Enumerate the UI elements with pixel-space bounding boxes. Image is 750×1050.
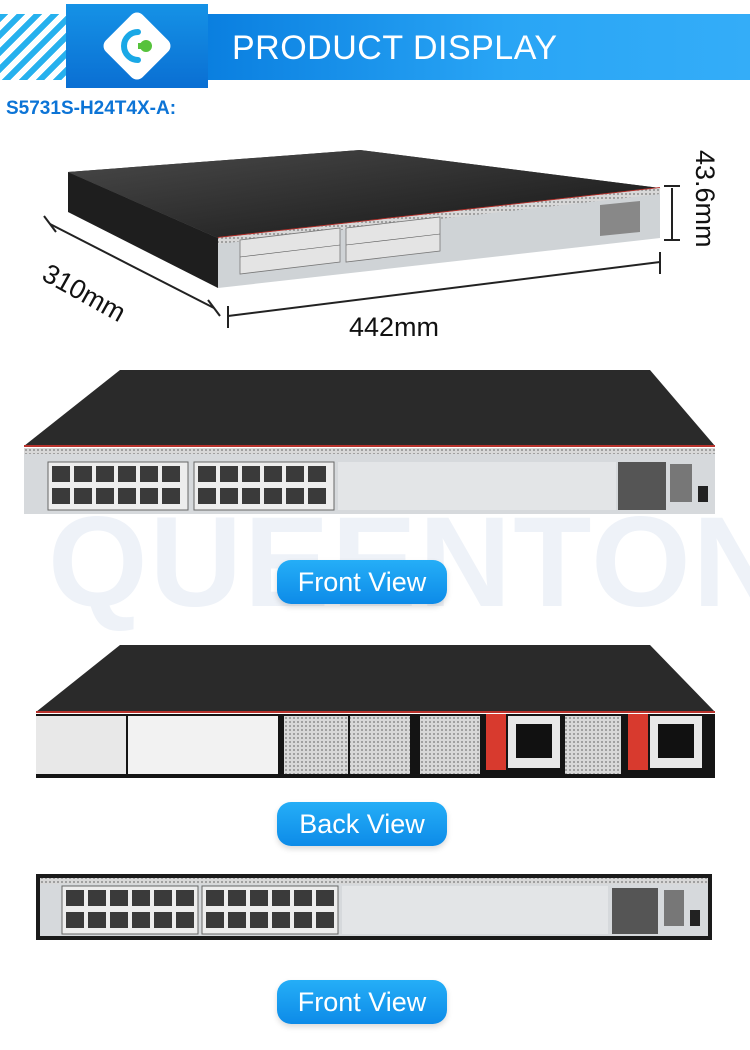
width-label: 442mm bbox=[349, 312, 440, 342]
logo-box bbox=[66, 4, 208, 88]
switch-perspective-illustration bbox=[43, 150, 680, 328]
link-logo-icon bbox=[103, 12, 171, 80]
header-banner: PRODUCT DISPLAY bbox=[0, 0, 750, 92]
back-view-button[interactable]: Back View bbox=[277, 802, 447, 846]
front-view-button-1[interactable]: Front View bbox=[277, 560, 447, 604]
height-label: 43.6mm bbox=[690, 150, 720, 248]
page-title: PRODUCT DISPLAY bbox=[232, 29, 558, 67]
model-number: S5731S-H24T4X-A: bbox=[6, 98, 177, 119]
title-bar bbox=[208, 14, 750, 80]
front-view-button-2[interactable]: Front View bbox=[277, 980, 447, 1024]
